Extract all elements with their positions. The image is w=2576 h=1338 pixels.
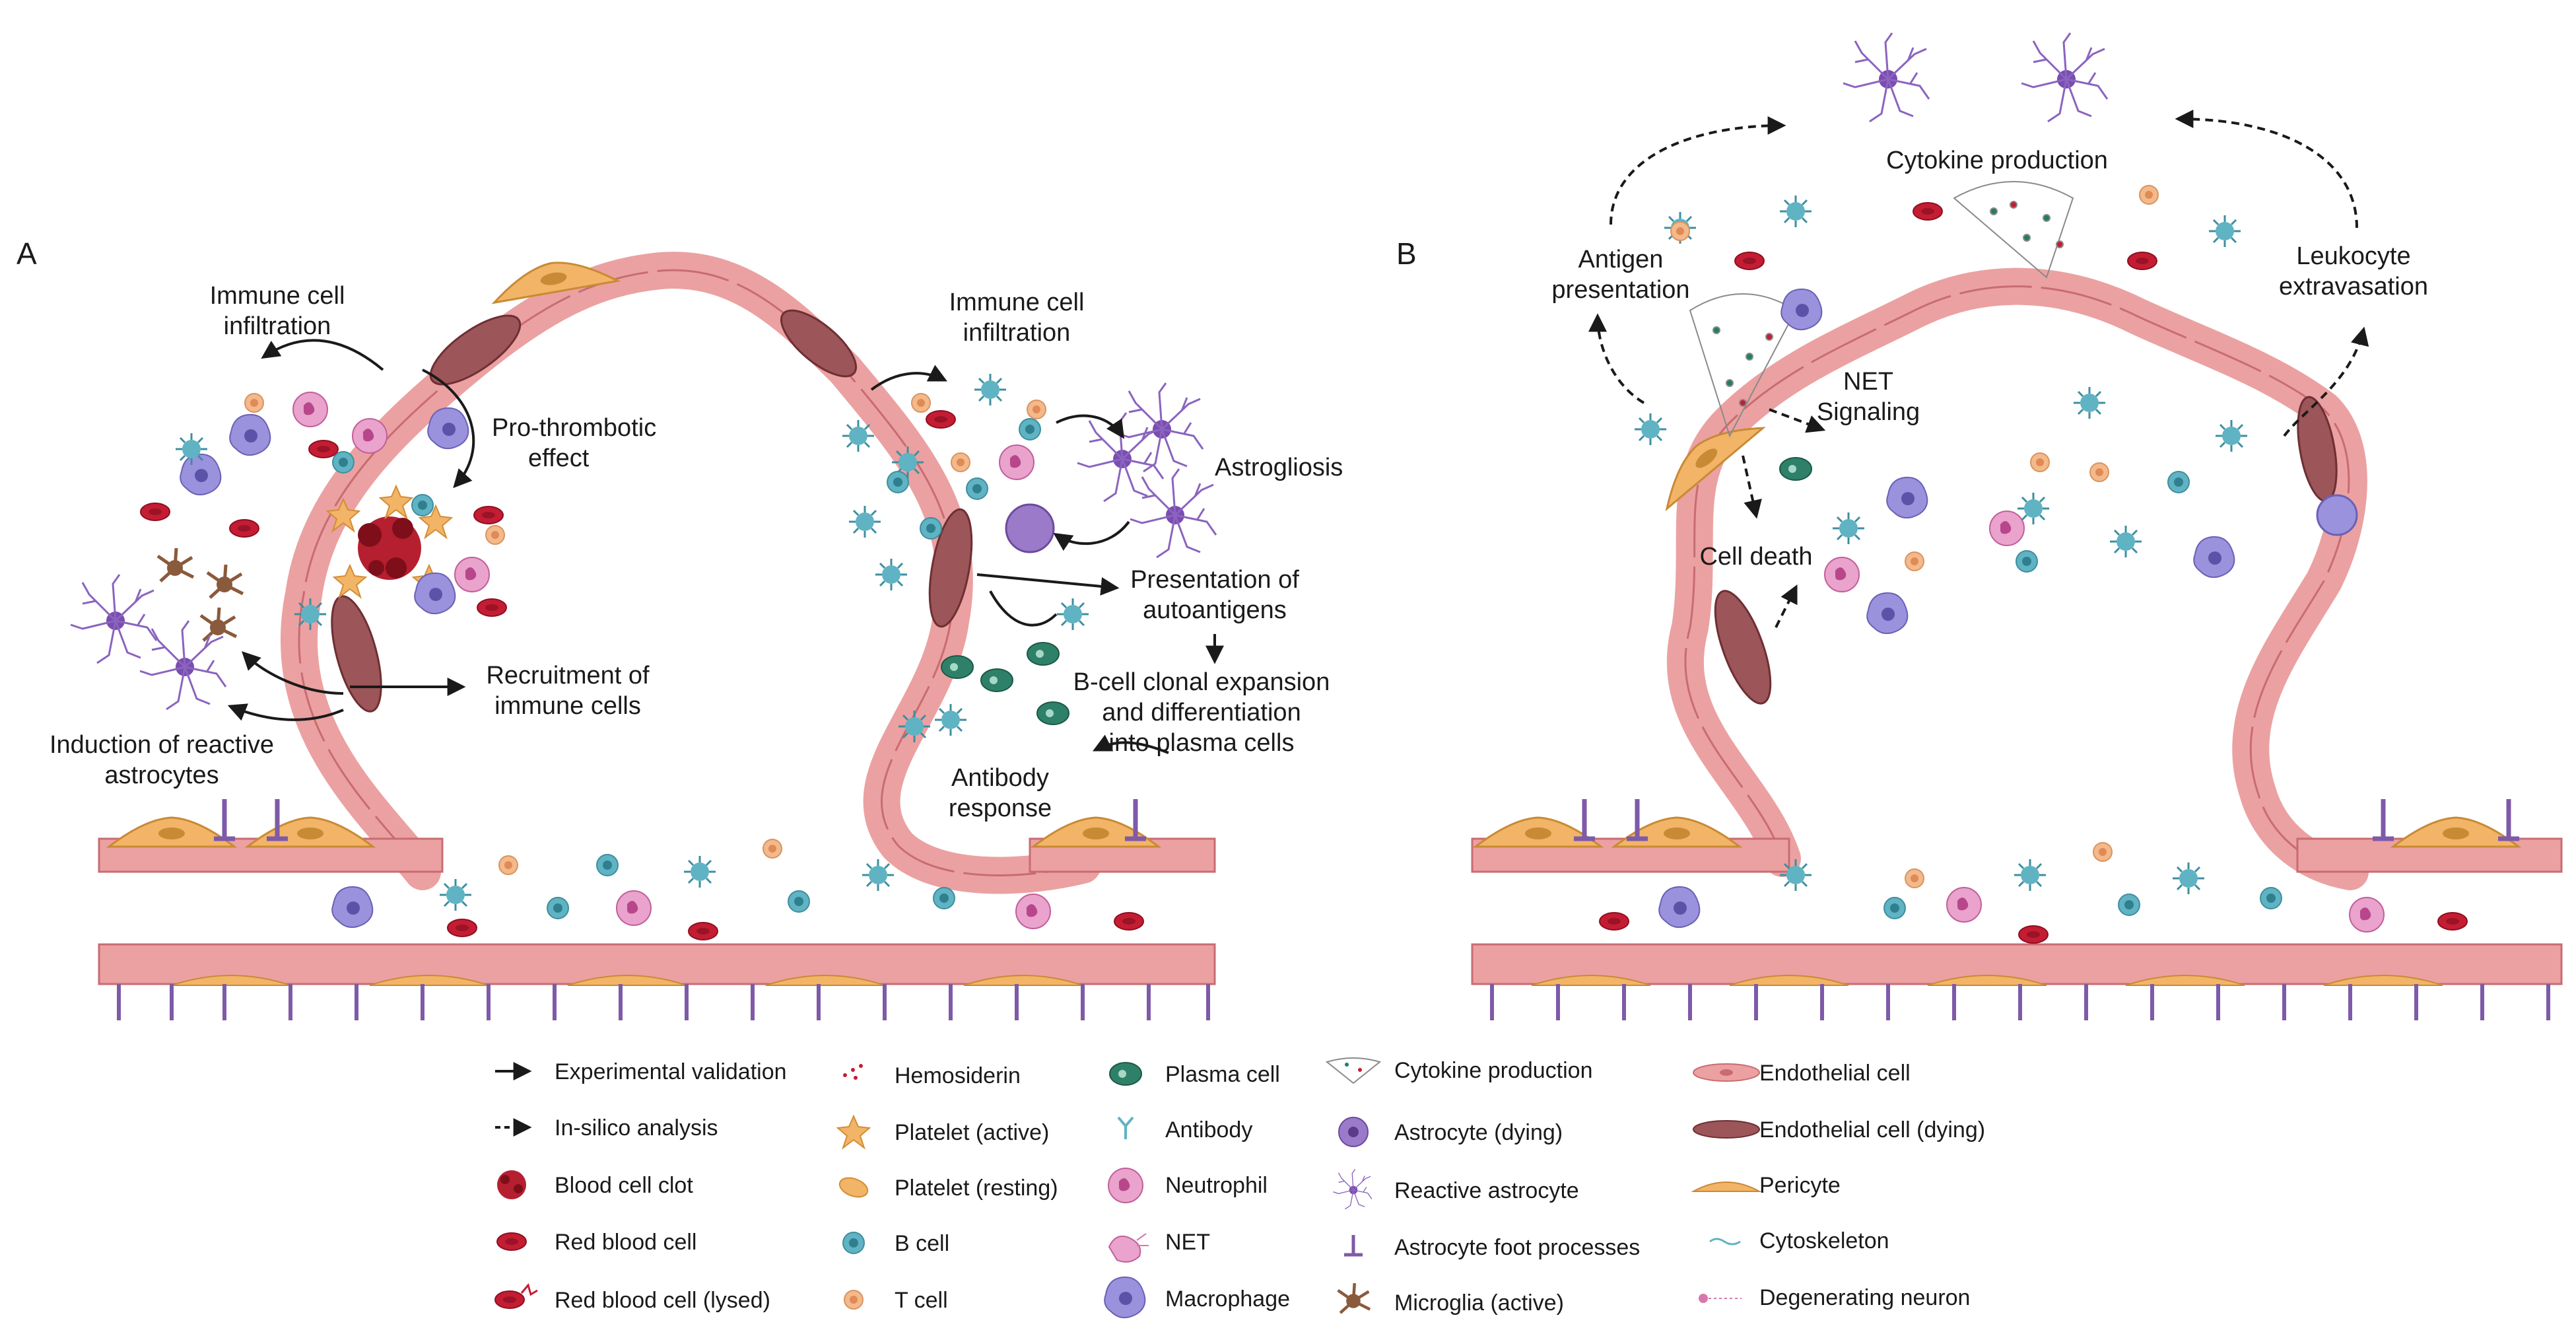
neutrophil-icon [1108,1168,1143,1203]
legend-col2-icons [837,1064,870,1310]
svg-text:Hemosiderin: Hemosiderin [895,1063,1021,1088]
svg-text:T cell: T cell [895,1288,948,1313]
panel-b-letter: B [1396,236,1417,271]
antibody-icon [1117,1116,1134,1139]
svg-text:Cytokine production: Cytokine production [1394,1058,1593,1083]
legend-col4-text: Cytokine production Astrocyte (dying) Re… [1394,1058,1640,1316]
svg-text:Astrogliosis: Astrogliosis [1215,454,1343,481]
platelet-active-icon [837,1115,870,1148]
platelet-resting-icon [838,1177,869,1198]
legend-col1-text: Experimental validation In-silico analys… [555,1059,787,1313]
legend-col4-icons [1325,1057,1382,1313]
legend: Experimental validation In-silico analys… [494,1057,1985,1319]
svg-text:Platelet (active): Platelet (active) [895,1120,1049,1145]
plasma-cell-icon [1109,1062,1142,1086]
dying-astrocyte [1005,503,1055,553]
t-cell-icon [844,1290,864,1310]
svg-text:NET: NET [1165,1230,1210,1255]
endothelial-cell-dying-icon [1693,1120,1760,1139]
cytokine-production-icon [1325,1057,1382,1084]
panel-b-arrows [1588,110,2369,628]
svg-text:Endothelial cell (dying): Endothelial cell (dying) [1759,1117,1985,1143]
blood-cell-clot-icon [497,1170,526,1199]
legend-col1-icons [494,1062,538,1309]
svg-text:Cell death: Cell death [1699,543,1812,571]
svg-text:Cytoskeleton: Cytoskeleton [1759,1228,1889,1253]
pericyte-icon [1691,1181,1762,1192]
legend-col5-icons [1691,1063,1762,1303]
macrophage-icon [1104,1276,1146,1319]
panel-a-letter: A [17,236,37,271]
legend-col2-text: Hemosiderin Platelet (active) Platelet (… [895,1063,1058,1313]
svg-text:Blood cell clot: Blood cell clot [555,1173,693,1198]
legend-col3-text: Plasma cell Antibody Neutrophil NET Macr… [1165,1062,1290,1312]
svg-text:Degenerating neuron: Degenerating neuron [1759,1285,1970,1310]
svg-text:Cytokine production: Cytokine production [1886,147,2108,174]
svg-text:Platelet (resting): Platelet (resting) [895,1176,1058,1201]
hemosiderin-icon [843,1064,863,1080]
svg-text:Reactive astrocyte: Reactive astrocyte [1394,1178,1579,1203]
svg-text:Red blood cell: Red blood cell [555,1230,696,1255]
panel-b-cells [1633,32,2358,635]
red-blood-cell-icon [496,1232,527,1251]
degenerating-neuron-icon [1699,1294,1742,1303]
lysed-rbc-icon [494,1283,538,1309]
svg-text:Macrophage: Macrophage [1165,1286,1290,1312]
legend-col3-icons [1104,1062,1149,1319]
panel-a-arrows [227,339,1224,754]
panel-a-vessel [281,251,1101,894]
legend-col5-text: Endothelial cell Endothelial cell (dying… [1759,1061,1985,1310]
svg-text:B cell: B cell [895,1231,949,1256]
microglia-active-icon [1338,1283,1371,1313]
svg-text:In-silico analysis: In-silico analysis [555,1115,718,1141]
svg-text:Red blood cell (lysed): Red blood cell (lysed) [555,1288,770,1313]
svg-text:Experimental validation: Experimental validation [555,1059,787,1084]
svg-text:Endothelial cell: Endothelial cell [1759,1061,1911,1086]
net-icon [1108,1233,1149,1263]
svg-text:Neutrophil: Neutrophil [1165,1173,1268,1198]
panel-a-base [98,799,1216,1020]
svg-text:Plasma cell: Plasma cell [1165,1062,1280,1087]
panel-b-cytokine-cones [1689,181,2074,438]
svg-text:Microglia (active): Microglia (active) [1394,1290,1564,1316]
reactive-astrocyte-icon [1332,1168,1373,1210]
blood-cell-clot [327,485,452,598]
svg-text:Pericyte: Pericyte [1759,1173,1841,1198]
cytoskeleton-icon [1709,1238,1741,1246]
endothelial-cell-icon [1693,1063,1760,1082]
panel-b-vessel [1647,267,2369,890]
astrocyte-foot-process-icon [1344,1235,1363,1257]
svg-text:Antibody: Antibody [1165,1117,1252,1143]
svg-text:Astrocyte (dying): Astrocyte (dying) [1394,1120,1563,1145]
svg-text:Astrocyte foot processes: Astrocyte foot processes [1394,1235,1640,1260]
astrocyte-dying-icon [1338,1117,1369,1147]
panel-a-cells-right [841,372,1217,744]
panel-b-base [1471,799,2563,1020]
b-cell-icon [842,1232,865,1254]
